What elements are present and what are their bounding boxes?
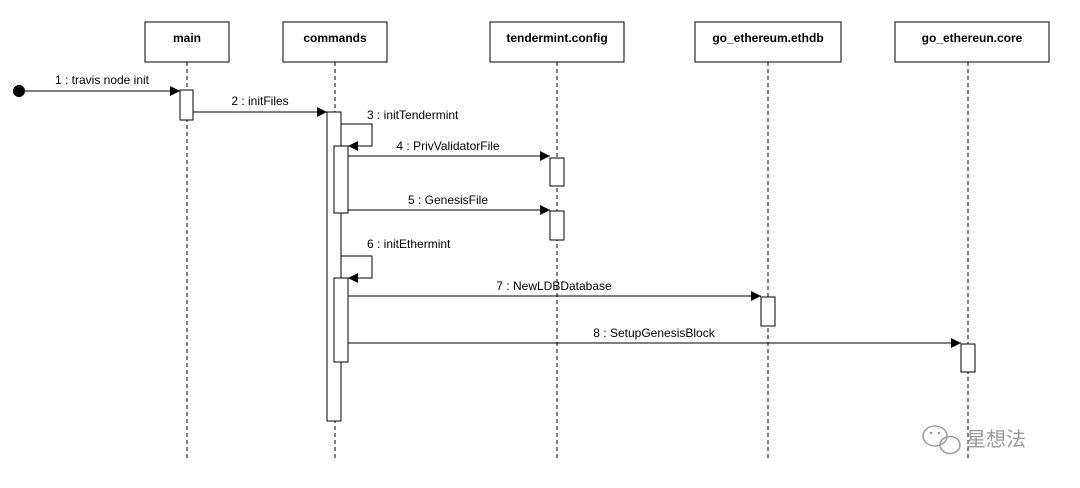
message-7: 7 : NewLDBDatabase — [348, 279, 761, 301]
message-label-1: 1 : travis node init — [55, 73, 150, 87]
participant-label-ethdb: go_ethereum.ethdb — [712, 31, 823, 45]
activation-bars — [179, 89, 976, 422]
message-1: 1 : travis node init — [13, 73, 180, 97]
activation-setup-genesis-block — [960, 343, 976, 373]
message-6: 6 : initEthermint — [341, 237, 451, 283]
wechat-icon — [922, 425, 961, 455]
activation-new-ldb-database — [760, 296, 776, 327]
participant-label-core: go_ethereun.core — [922, 31, 1023, 45]
participant-main: main — [144, 21, 230, 63]
activation-init-tendermint — [333, 145, 349, 214]
participant-tendermint-config: tendermint.config — [489, 21, 625, 63]
activation-genesis-file — [549, 210, 565, 241]
activation-main — [179, 89, 194, 121]
participant-ethdb: go_ethereum.ethdb — [694, 21, 842, 63]
message-5: 5 : GenesisFile — [348, 193, 550, 215]
message-3: 3 : initTendermint — [341, 108, 459, 151]
message-label-5: 5 : GenesisFile — [408, 193, 488, 207]
activation-priv-validator-file — [549, 157, 565, 187]
participant-label-main: main — [173, 31, 201, 45]
watermark-text: 星想法 — [966, 427, 1026, 451]
lifelines — [186, 62, 969, 458]
message-4: 4 : PrivValidatorFile — [348, 139, 550, 161]
message-8: 8 : SetupGenesisBlock — [348, 326, 961, 348]
participant-commands: commands — [282, 21, 388, 63]
message-label-2: 2 : initFiles — [231, 94, 288, 108]
message-2: 2 : initFiles — [193, 94, 327, 117]
message-label-8: 8 : SetupGenesisBlock — [593, 326, 715, 340]
message-label-6: 6 : initEthermint — [367, 237, 451, 251]
participant-core: go_ethereun.core — [894, 21, 1050, 63]
participant-label-commands: commands — [303, 31, 367, 45]
watermark: 星想法 — [922, 425, 1026, 455]
participant-label-tendermint-config: tendermint.config — [506, 31, 607, 45]
message-label-7: 7 : NewLDBDatabase — [496, 279, 612, 293]
message-label-4: 4 : PrivValidatorFile — [396, 139, 499, 153]
message-label-3: 3 : initTendermint — [367, 108, 459, 122]
start-dot — [13, 85, 25, 97]
activation-init-ethermint — [333, 277, 349, 363]
